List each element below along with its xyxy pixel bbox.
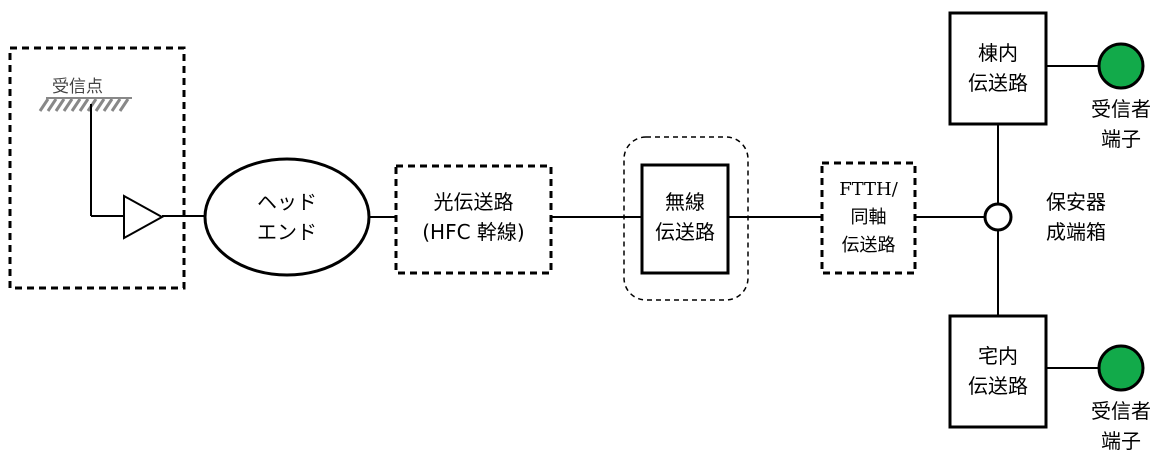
- terminal-node-bottom: [1097, 344, 1145, 392]
- wireless-path-label: 無線 伝送路: [655, 190, 715, 244]
- building-path-box: [948, 11, 1048, 126]
- reception-area-box: [8, 46, 186, 290]
- terminal-top-label: 受信者 端子: [1091, 97, 1151, 151]
- terminal-node-top: [1097, 42, 1145, 90]
- amplifier-icon: [123, 194, 165, 240]
- reception-point-label: 受信点: [52, 77, 103, 97]
- antenna-icon: [38, 97, 132, 217]
- protector-box-label: 保安器 成端箱: [1046, 190, 1106, 244]
- optical-path-label: 光伝送路 (HFC 幹線): [422, 190, 525, 244]
- head-end-label: ヘッド エンド: [257, 190, 317, 244]
- building-path-label: 棟内 伝送路: [968, 41, 1028, 95]
- terminal-bottom-label: 受信者 端子: [1091, 399, 1151, 453]
- wireless-outer-outline: [623, 136, 749, 301]
- wireless-path-box: [640, 163, 730, 275]
- ftth-coax-label: FTTH/ 同軸 伝送路: [839, 179, 898, 256]
- home-path-label: 宅内 伝送路: [968, 344, 1028, 398]
- optical-path-box: [394, 164, 553, 275]
- protector-junction: [983, 202, 1013, 232]
- home-path-box: [948, 314, 1048, 429]
